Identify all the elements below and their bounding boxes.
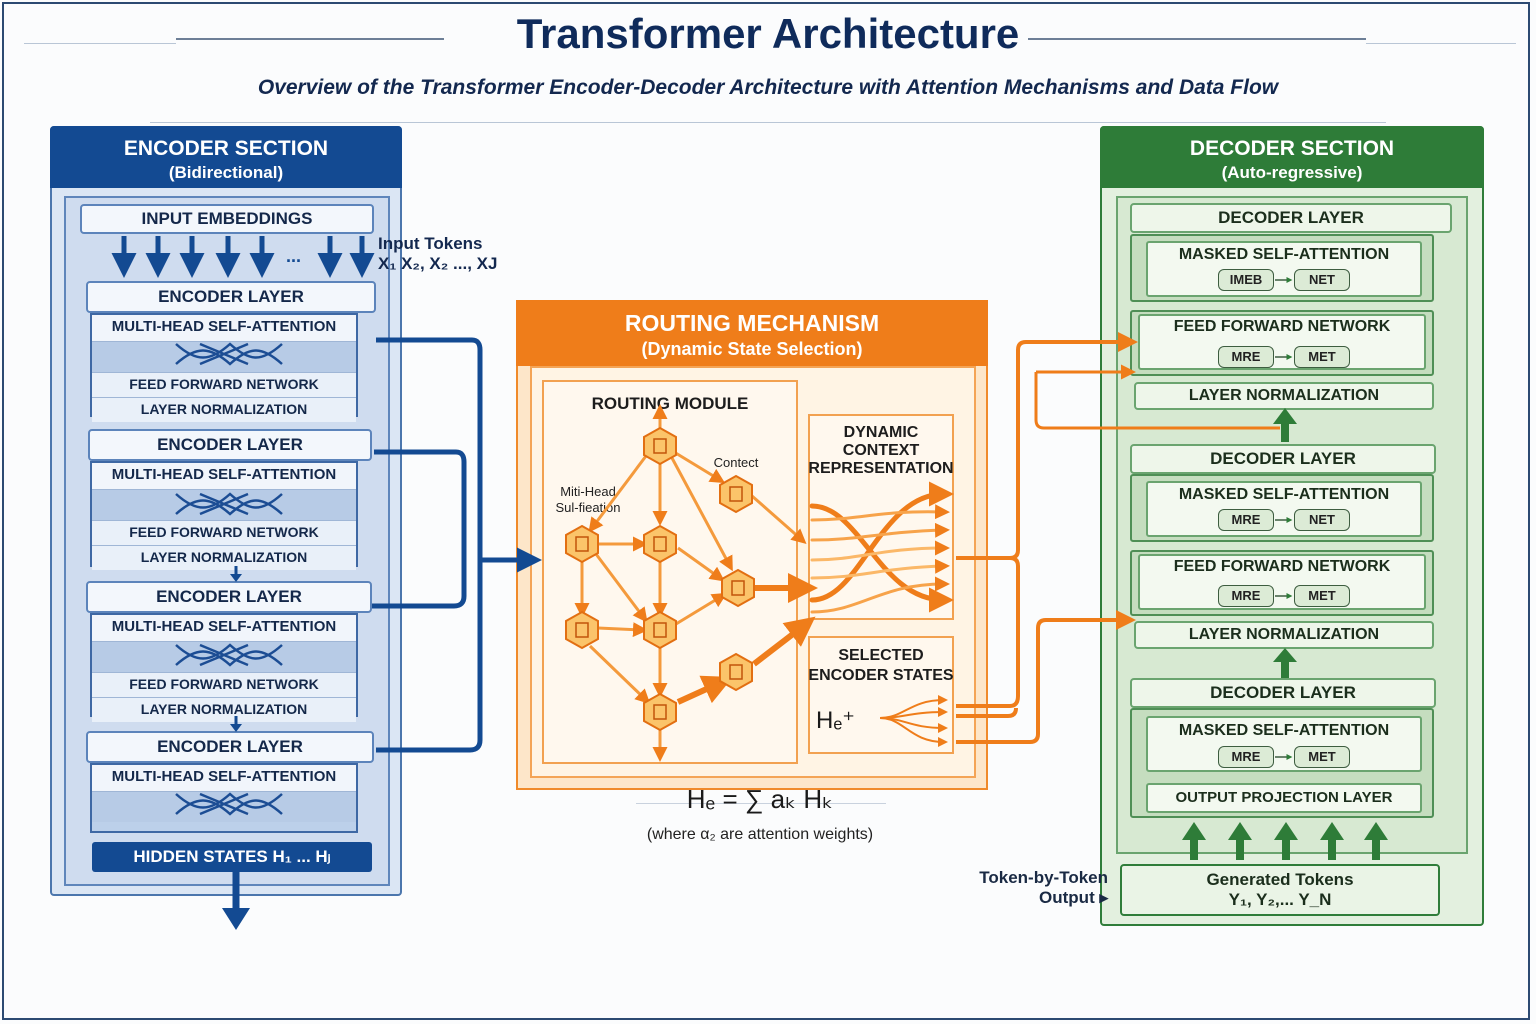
encoder-layer-2: ENCODER LAYER (88, 429, 372, 461)
decoder-1-ffn-pill-b: MET (1294, 346, 1350, 368)
contect-node-label: Contect (713, 455, 759, 470)
decoder-1-msa-label: MASKED SELF-ATTENTION (1178, 246, 1390, 263)
formula-rule (636, 803, 886, 804)
encoder-title: ENCODER SECTION (123, 137, 329, 160)
routing-module-label: ROUTING MODULE (591, 394, 749, 413)
title-rule-left (176, 38, 444, 40)
token-output-line-2: Output ▸ (1039, 888, 1108, 907)
decoder-header: DECODER SECTION (Auto-regressive) (1100, 126, 1484, 188)
decoder-2-ffn-pill-a: MRE (1218, 585, 1274, 607)
encoder-3-attention-cross (92, 642, 356, 673)
decoder-title: DECODER SECTION (1189, 137, 1395, 160)
generated-tokens-value: Y₁, Y₂,... Y_N (1228, 890, 1332, 909)
encoder-2-mhsa: MULTI-HEAD SELF-ATTENTION (92, 463, 356, 490)
decoder-1-msa: MASKED SELF-ATTENTION (1146, 241, 1422, 297)
decoder-3-msa: MASKED SELF-ATTENTION (1146, 716, 1422, 772)
encoder-subtitle: (Bidirectional) (168, 163, 284, 182)
mhsa-node-label-1: Miti-Head (560, 484, 616, 499)
title-rule-right-thin (1366, 43, 1516, 44)
decoder-2-ffn-label: FEED FORWARD NETWORK (1173, 558, 1391, 575)
generated-tokens-box: Generated Tokens Y₁, Y₂,... Y_N (1120, 864, 1440, 916)
encoder-header: ENCODER SECTION (Bidirectional) (50, 126, 402, 188)
selected-line-1: SELECTED (838, 647, 924, 664)
encoder-layer-4: ENCODER LAYER (86, 731, 374, 763)
encoder-2-attention-cross (92, 490, 356, 521)
routing-header: ROUTING MECHANISM (Dynamic State Selecti… (516, 300, 988, 366)
token-output-line-1: Token-by-Token (979, 868, 1108, 887)
routing-title: ROUTING MECHANISM (624, 310, 880, 336)
mhsa-node-label-2: Sul-fieation (555, 500, 621, 515)
selected-line-2: ENCODER STATES (808, 667, 954, 684)
he-symbol: Hₑ⁺ (816, 707, 855, 734)
encoder-2-norm: LAYER NORMALIZATION (92, 546, 356, 570)
decoder-2-norm: LAYER NORMALIZATION (1134, 621, 1434, 649)
decoder-1-ffn-pill-a: MRE (1218, 346, 1274, 368)
encoder-1-attention-cross (92, 342, 356, 373)
routing-module (542, 380, 798, 764)
decoder-3-pill-a: MRE (1218, 746, 1274, 768)
encoder-stack-4: MULTI-HEAD SELF-ATTENTION (90, 763, 358, 833)
input-embeddings-box: INPUT EMBEDDINGS (80, 204, 374, 234)
decoder-1-pill-a: IMEB (1218, 269, 1274, 291)
decoder-2-ffn-pill-b: MET (1294, 585, 1350, 607)
encoder-stack-3: MULTI-HEAD SELF-ATTENTION FEED FORWARD N… (90, 613, 358, 722)
decoder-2-ffn: FEED FORWARD NETWORK (1138, 554, 1426, 610)
input-tokens-value: X₁ X₂, X₂ ..., XJ (378, 254, 498, 273)
encoder-layer-1: ENCODER LAYER (86, 281, 376, 313)
encoder-stack-1: MULTI-HEAD SELF-ATTENTION FEED FORWARD N… (90, 313, 358, 422)
routing-formula: Hₑ = ∑ aₖ Hₖ (686, 784, 834, 814)
hidden-states-box: HIDDEN STATES H₁ ... Hⱼ (92, 842, 372, 872)
title-rule-right (1028, 38, 1366, 40)
decoder-2-pill-b: NET (1294, 509, 1350, 531)
routing-formula-note: (where α₂ are attention weights) (646, 826, 874, 843)
title-rule-left-thin (24, 43, 176, 44)
decoder-2-pill-a: MRE (1218, 509, 1274, 531)
encoder-3-norm: LAYER NORMALIZATION (92, 698, 356, 722)
decoder-2-msa-label: MASKED SELF-ATTENTION (1178, 486, 1390, 503)
generated-tokens-label: Generated Tokens (1206, 870, 1354, 889)
embedding-ellipsis: ... (286, 246, 302, 266)
decoder-3-pill-b: MET (1294, 746, 1350, 768)
encoder-stack-2: MULTI-HEAD SELF-ATTENTION FEED FORWARD N… (90, 461, 358, 570)
input-tokens-label: Input Tokens (378, 234, 483, 253)
token-output-label: Token-by-Token Output ▸ (964, 868, 1108, 908)
encoder-layer-3: ENCODER LAYER (86, 581, 372, 613)
dynamic-context-title: DYNAMIC CONTEXT REPRESENTATION (808, 424, 954, 478)
selected-states-title: SELECTED ENCODER STATES (808, 646, 954, 686)
encoder-4-attention-cross (92, 792, 356, 822)
page-subtitle: Overview of the Transformer Encoder-Deco… (257, 76, 1279, 99)
decoder-layer-1: DECODER LAYER (1130, 203, 1452, 233)
dynamic-line-2: CONTEXT (842, 442, 920, 459)
subtitle-rule (150, 122, 1386, 123)
decoder-1-pill-b: NET (1294, 269, 1350, 291)
dynamic-line-3: REPRESENTATION (808, 460, 954, 477)
decoder-1-norm: LAYER NORMALIZATION (1134, 382, 1434, 410)
encoder-3-mhsa: MULTI-HEAD SELF-ATTENTION (92, 615, 356, 642)
decoder-2-msa: MASKED SELF-ATTENTION (1146, 481, 1422, 537)
routing-subtitle: (Dynamic State Selection) (641, 339, 863, 359)
decoder-1-ffn-label: FEED FORWARD NETWORK (1173, 318, 1391, 335)
encoder-1-mhsa: MULTI-HEAD SELF-ATTENTION (92, 315, 356, 342)
decoder-subtitle: (Auto-regressive) (1221, 163, 1363, 182)
dynamic-line-1: DYNAMIC (843, 424, 919, 441)
output-projection-layer: OUTPUT PROJECTION LAYER (1146, 783, 1422, 813)
encoder-1-norm: LAYER NORMALIZATION (92, 398, 356, 422)
encoder-2-ffn: FEED FORWARD NETWORK (92, 521, 356, 546)
encoder-3-ffn: FEED FORWARD NETWORK (92, 673, 356, 698)
page-title: Transformer Architecture (516, 10, 1020, 57)
decoder-layer-2: DECODER LAYER (1130, 444, 1436, 474)
decoder-3-msa-label: MASKED SELF-ATTENTION (1178, 722, 1390, 739)
encoder-1-ffn: FEED FORWARD NETWORK (92, 373, 356, 398)
encoder-4-mhsa: MULTI-HEAD SELF-ATTENTION (92, 765, 356, 792)
decoder-1-ffn: FEED FORWARD NETWORK (1138, 314, 1426, 370)
decoder-layer-3: DECODER LAYER (1130, 678, 1436, 708)
